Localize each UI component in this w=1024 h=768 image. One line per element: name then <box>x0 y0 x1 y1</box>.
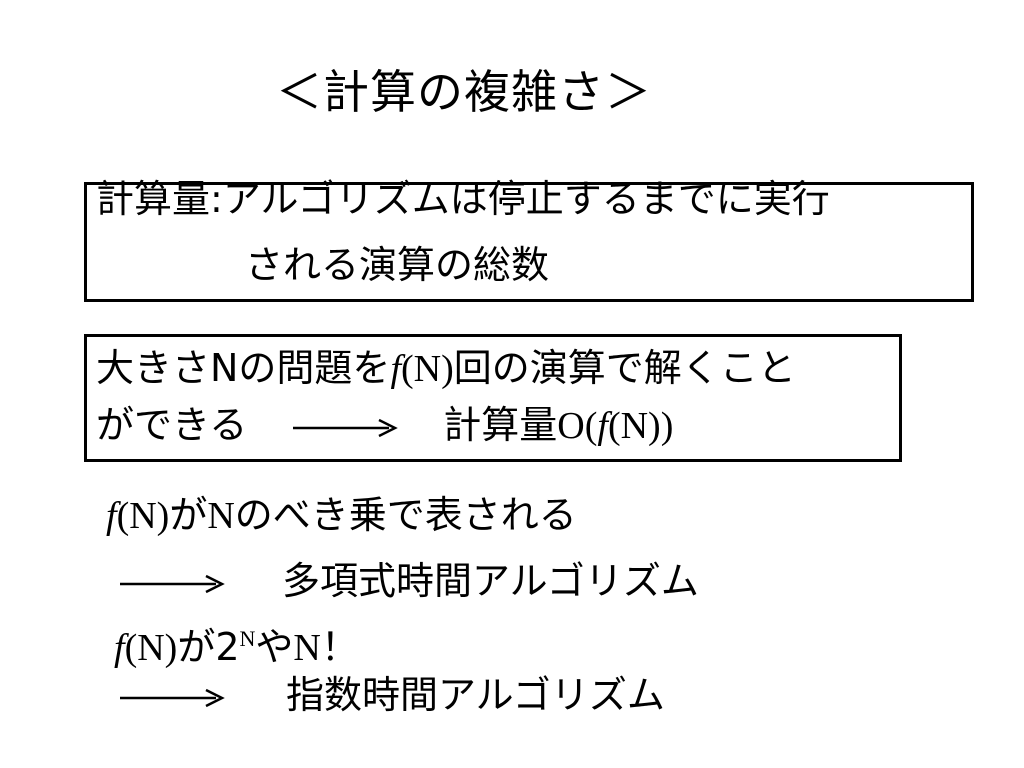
exp-ya: や <box>255 625 294 669</box>
big-o-f: f <box>597 405 608 447</box>
exponential-time-label: 指数時間アルゴリズム <box>286 673 665 717</box>
function-arg: (N) <box>401 348 454 390</box>
big-o: O( <box>557 405 598 447</box>
exp-f: f <box>114 627 125 669</box>
notation-line-2: ができる 計算量O(f(N)) <box>96 400 673 451</box>
notation-prefix: 大きさNの問題を <box>96 346 391 390</box>
exponential-result: 指数時間アルゴリズム <box>118 670 665 720</box>
definition-line-1: 計算量:アルゴリズムは停止するまでに実行 <box>96 174 830 224</box>
slide-title: ＜計算の複雑さ＞ <box>276 65 652 119</box>
polynomial-condition: f(N)がNのべき乗で表される <box>106 490 577 541</box>
long-right-arrow-icon <box>120 688 225 707</box>
poly-f: f <box>106 495 117 537</box>
complexity-label: 計算量 <box>443 403 558 447</box>
notation-box <box>84 334 902 462</box>
definition-box <box>84 182 974 302</box>
notation-line-1: 大きさNの問題をf(N)回の演算で解くこと <box>96 343 796 394</box>
poly-ga: が <box>169 493 208 537</box>
function-f: f <box>390 348 401 390</box>
exp-ga2: が2 <box>177 625 240 669</box>
notation-line2-text: ができる <box>96 403 248 447</box>
polynomial-result: 多項式時間アルゴリズム <box>118 556 699 606</box>
poly-n: N <box>207 495 235 537</box>
exponential-condition: f(N)が2NやN！ <box>114 622 359 678</box>
exp-n-factorial: N！ <box>293 627 359 669</box>
long-right-arrow-icon <box>293 418 399 437</box>
poly-text: のべき乗で表される <box>234 493 577 537</box>
exp-superscript: N <box>239 626 256 651</box>
long-right-arrow-icon <box>120 574 225 593</box>
definition-line-2: される演算の総数 <box>245 243 550 287</box>
exp-arg: (N) <box>124 627 178 669</box>
poly-arg: (N) <box>116 495 170 537</box>
definition-colon: : <box>210 177 223 221</box>
definition-text: アルゴリズムは停止するまでに実行 <box>222 177 830 221</box>
definition-term: 計算量 <box>96 177 211 221</box>
notation-suffix: 回の演算で解くこと <box>453 346 796 390</box>
big-o-arg: (N)) <box>607 405 674 447</box>
polynomial-time-label: 多項式時間アルゴリズム <box>282 559 699 603</box>
